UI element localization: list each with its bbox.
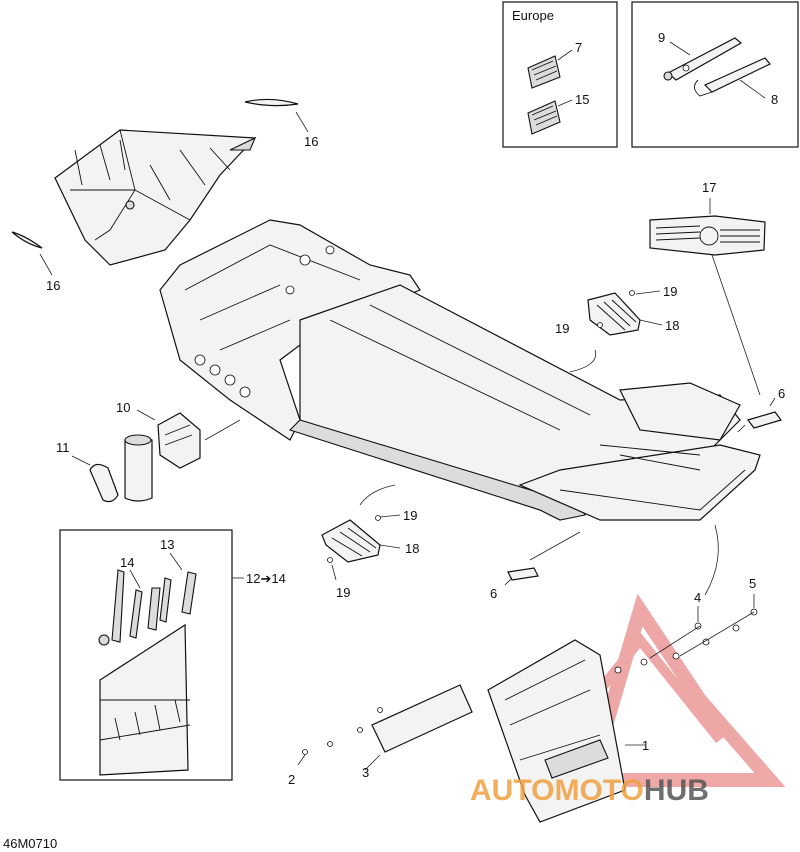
callout-19d: 19 — [336, 585, 350, 600]
svg-text:AUTOMOTOHUB: AUTOMOTOHUB — [470, 774, 709, 807]
callout-5: 5 — [749, 576, 756, 591]
callout-6a: 6 — [778, 386, 785, 401]
callout-2: 2 — [288, 772, 295, 787]
tool-kit-box — [59, 529, 244, 781]
footrest-18-upper — [587, 290, 663, 336]
callout-18a: 18 — [665, 318, 679, 333]
callout-4: 4 — [694, 590, 701, 605]
callout-19c: 19 — [403, 508, 417, 523]
reflector-6-right — [747, 397, 782, 429]
europe-inset-box: Europe — [502, 1, 618, 148]
callout-14: 14 — [120, 555, 134, 570]
callout-6b: 6 — [490, 586, 497, 601]
europe-box-title: Europe — [512, 8, 554, 23]
callout-15: 15 — [575, 92, 589, 107]
callout-19b: 19 — [555, 321, 569, 336]
reflector-6-bottom — [504, 567, 539, 586]
callout-9: 9 — [658, 30, 665, 45]
strap-11 — [71, 455, 119, 503]
drawing-code: 46M0710 — [3, 836, 57, 851]
chassis-tunnel — [159, 219, 761, 521]
callout-labels: 1 2 3 4 5 6 6 7 8 9 10 11 12➔14 13 14 15… — [46, 30, 785, 787]
callout-16a: 16 — [304, 134, 318, 149]
fasteners — [297, 594, 758, 766]
front-cover — [54, 129, 257, 266]
reflector-16-top — [244, 98, 309, 133]
callout-8: 8 — [771, 92, 778, 107]
watermark-text: AUTOMOTOHUB — [470, 774, 709, 807]
callout-3: 3 — [362, 765, 369, 780]
decal-7 — [527, 55, 561, 89]
callout-18b: 18 — [405, 541, 419, 556]
tool-tube-12 — [124, 434, 153, 502]
spanner-9 — [663, 37, 743, 81]
decal-17-warning — [649, 198, 766, 396]
callout-16b: 16 — [46, 278, 60, 293]
footrest-18-lower — [321, 514, 401, 581]
callout-13: 13 — [160, 537, 174, 552]
tool-bag-10 — [136, 409, 241, 469]
callout-17: 17 — [702, 180, 716, 195]
callout-10: 10 — [116, 400, 130, 415]
reflector-16-left — [11, 231, 53, 276]
watermark-part1: AUTOMOTO — [470, 774, 644, 807]
watermark-part2: HUB — [644, 774, 709, 807]
callout-7: 7 — [575, 40, 582, 55]
tools-inset-box — [631, 1, 799, 148]
callout-19a: 19 — [663, 284, 677, 299]
snow-flap-1 — [487, 639, 645, 823]
callout-11: 11 — [56, 440, 70, 455]
license-plate-3 — [364, 684, 473, 771]
callout-1: 1 — [642, 738, 649, 753]
callout-12-14: 12➔14 — [246, 571, 286, 586]
decal-15 — [527, 100, 561, 135]
wrench-8 — [694, 57, 771, 97]
